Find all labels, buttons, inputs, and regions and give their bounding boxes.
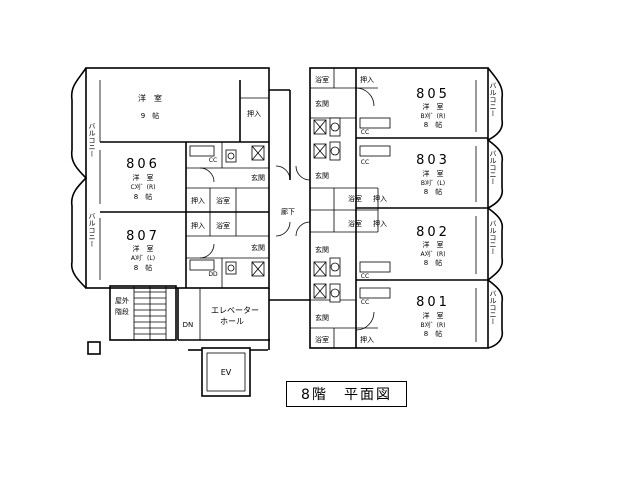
- unit-805-room: 洋 室: [423, 102, 444, 111]
- unit-802-size: 8 帖: [424, 258, 442, 267]
- balcony-807: バルコニー: [88, 213, 96, 248]
- top-room-size: 9 帖: [141, 111, 159, 120]
- unit-805-size: 8 帖: [424, 120, 442, 129]
- unit-801-size: 8 帖: [424, 329, 442, 338]
- unit-801-number: 801: [416, 295, 450, 310]
- balcony-802: バルコニー: [489, 220, 497, 255]
- unit-806-type: C刈゛(R): [130, 183, 155, 191]
- left-balcony-edge: [70, 67, 101, 289]
- left-block-walls: [85, 67, 270, 289]
- elevator-hall-walls: [177, 288, 270, 397]
- elevator-hall-label-2: ホール: [220, 317, 244, 326]
- right-balcony-edge: [475, 67, 504, 349]
- cc-label: CC: [209, 157, 217, 164]
- cc-802: CC: [361, 273, 369, 280]
- corridor-lines: [269, 89, 311, 301]
- unit-805-number: 805: [416, 87, 450, 102]
- unit-807-size: 8 帖: [134, 263, 152, 272]
- dn-label: DN: [183, 321, 194, 329]
- bath-803: 浴室: [348, 194, 362, 203]
- unit-806-room: 洋 室: [133, 173, 154, 182]
- bath-806: 浴室: [216, 196, 230, 205]
- balcony-805: バルコニー: [489, 82, 497, 117]
- unit-803-type: B刈゛(L): [421, 179, 445, 187]
- outdoor-stairs-label-2: 階段: [115, 307, 129, 316]
- oshiire-805: 押入: [360, 75, 374, 84]
- left-fixtures: [189, 145, 265, 277]
- elevator-hall-label: エレベーター: [211, 306, 259, 315]
- right-block-walls: [309, 67, 489, 349]
- oshiire-806: 押入: [191, 196, 205, 205]
- balcony-806: バルコニー: [88, 123, 96, 158]
- right-fixtures: [313, 87, 391, 331]
- cc-801: CC: [361, 299, 369, 306]
- genkan-806: 玄関: [251, 173, 265, 182]
- genkan-802: 玄関: [315, 245, 329, 254]
- unit-806-number: 806: [126, 157, 160, 172]
- genkan-807: 玄関: [251, 243, 265, 252]
- unit-803-size: 8 帖: [424, 187, 442, 196]
- unit-805-type: B刈゛(R): [421, 112, 446, 120]
- oshiire-802: 押入: [373, 219, 387, 228]
- genkan-803: 玄関: [315, 171, 329, 180]
- unit-806-size: 8 帖: [134, 192, 152, 201]
- corridor-label: 廊下: [281, 207, 295, 216]
- unit-802-number: 802: [416, 225, 450, 240]
- bath-807: 浴室: [216, 221, 230, 230]
- genkan-801: 玄関: [315, 313, 329, 322]
- oshiire-803: 押入: [373, 194, 387, 203]
- cc-805: CC: [361, 129, 369, 136]
- oshiire-807: 押入: [191, 221, 205, 230]
- unit-807-number: 807: [126, 229, 160, 244]
- genkan-805: 玄関: [315, 99, 329, 108]
- oshiire-label: 押入: [247, 109, 261, 118]
- cc-803: CC: [361, 159, 369, 166]
- balcony-803: バルコニー: [489, 150, 497, 185]
- unit-803-room: 洋 室: [423, 169, 444, 178]
- plan-title: 8階 平面図: [286, 381, 407, 407]
- unit-807-type: A刈゛(L): [131, 254, 155, 262]
- dd-label: DD: [208, 271, 218, 278]
- room-type-label: 洋 室: [138, 93, 162, 103]
- unit-807-room: 洋 室: [133, 244, 154, 253]
- unit-803-number: 803: [416, 153, 450, 168]
- unit-801-type: B刈゛(R): [421, 321, 446, 329]
- balcony-801: バルコニー: [489, 290, 497, 325]
- unit-802-type: A刈゛(R): [421, 250, 446, 258]
- bath-805: 浴室: [315, 75, 329, 84]
- unit-802-room: 洋 室: [423, 240, 444, 249]
- bath-802: 浴室: [348, 219, 362, 228]
- unit-801-room: 洋 室: [423, 311, 444, 320]
- ev-label: EV: [221, 368, 232, 377]
- outdoor-stairs: [87, 285, 177, 355]
- oshiire-801: 押入: [360, 335, 374, 344]
- bath-801: 浴室: [315, 335, 329, 344]
- outdoor-stairs-label: 屋外: [115, 296, 129, 305]
